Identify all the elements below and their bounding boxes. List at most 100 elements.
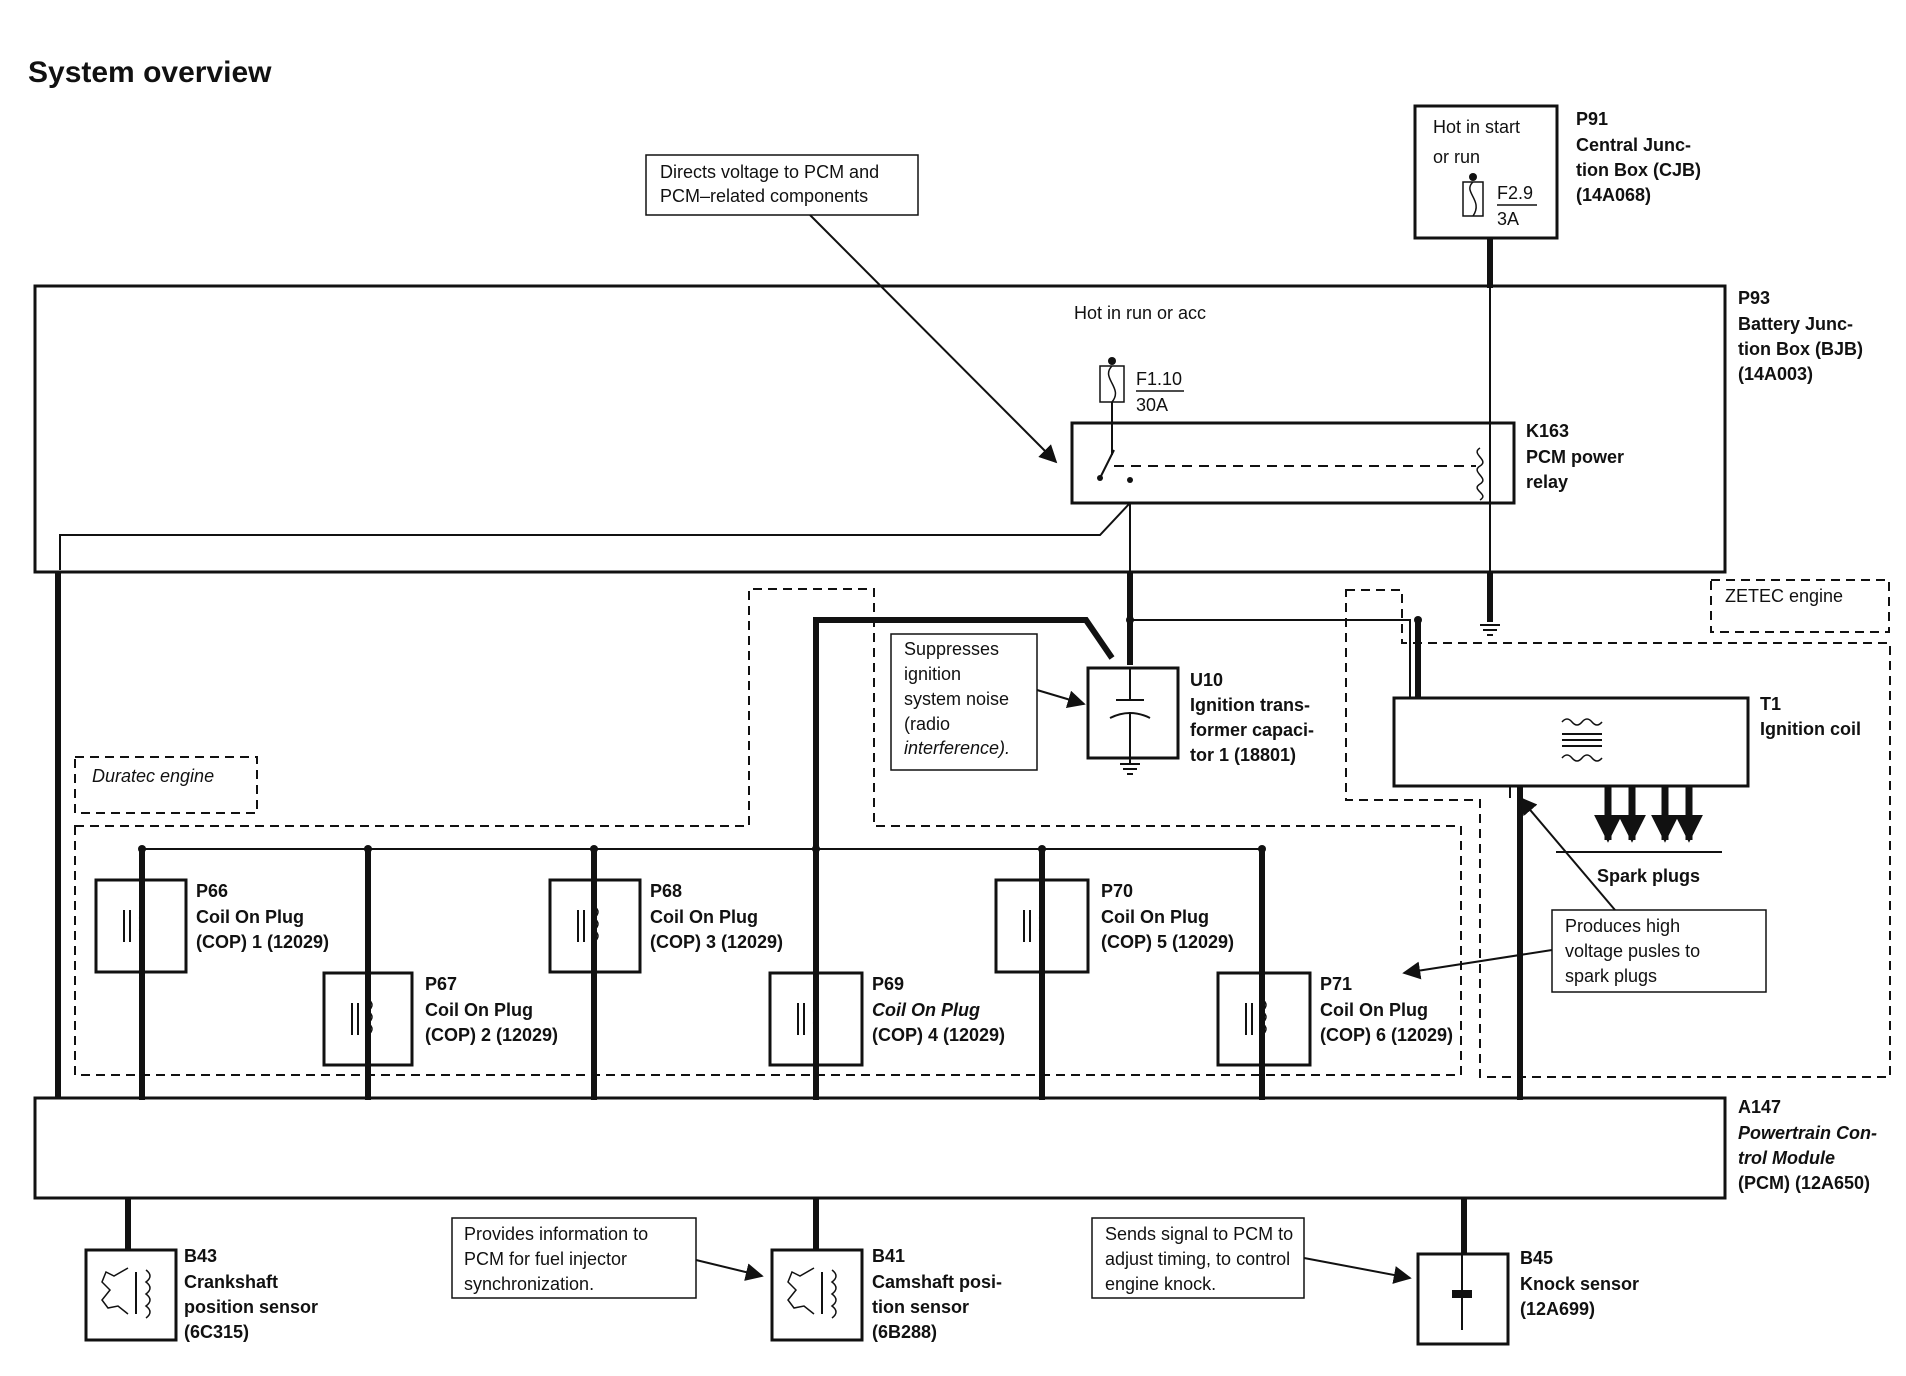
cam-note-line1: Provides information to [464, 1224, 648, 1244]
svg-text:U10: U10 [1190, 670, 1223, 690]
t1-label: T1 Ignition coil [1760, 694, 1861, 739]
coil-feed-wire [1130, 619, 1411, 698]
svg-text:(12A699): (12A699) [1520, 1299, 1595, 1319]
svg-text:tion Box (BJB): tion Box (BJB) [1738, 339, 1863, 359]
coil-on-plug-2 [322, 971, 414, 1067]
relay-note-arrow [809, 214, 1058, 464]
fuse-icon [1462, 173, 1484, 217]
b45-label: B45 Knock sensor (12A699) [1520, 1248, 1639, 1319]
svg-text:Ignition coil: Ignition coil [1760, 719, 1861, 739]
svg-text:K163: K163 [1526, 421, 1569, 441]
svg-text:tor 1 (18801): tor 1 (18801) [1190, 745, 1296, 765]
coil-on-plug-4 [768, 971, 864, 1067]
ground-icon [1480, 624, 1500, 636]
k163-label: K163 PCM power relay [1526, 421, 1624, 492]
svg-text:tion sensor: tion sensor [872, 1297, 969, 1317]
p70-label: P70 Coil On Plug (COP) 5 (12029) [1101, 881, 1234, 952]
sensor-icon [787, 1267, 837, 1319]
cam-note-arrow [695, 1259, 764, 1281]
svg-text:Knock sensor: Knock sensor [1520, 1274, 1639, 1294]
svg-text:Camshaft posi-: Camshaft posi- [872, 1272, 1002, 1292]
fuse-f2-9-id: F2.9 [1497, 183, 1533, 203]
svg-text:(COP) 2 (12029): (COP) 2 (12029) [425, 1025, 558, 1045]
svg-text:B43: B43 [184, 1246, 217, 1266]
svg-text:B41: B41 [872, 1246, 905, 1266]
coil-note-arrow-left [1402, 949, 1553, 980]
coil-icon [351, 998, 373, 1036]
camshaft-position-sensor [770, 1248, 864, 1342]
svg-text:Crankshaft: Crankshaft [184, 1272, 278, 1292]
capacitor-note-box [890, 633, 1038, 771]
svg-text:(6C315): (6C315) [184, 1322, 249, 1342]
coil-icon [1245, 998, 1267, 1036]
coil-on-plug-1 [94, 878, 188, 974]
fuse-icon [1099, 357, 1125, 403]
svg-text:Battery Junc-: Battery Junc- [1738, 314, 1853, 334]
coil-note-line1: Produces high [1565, 916, 1680, 936]
svg-text:Coil On Plug: Coil On Plug [196, 907, 304, 927]
cam-note-line3: synchronization. [464, 1274, 594, 1294]
relay-note-line2: PCM–related components [660, 186, 868, 206]
duratec-engine-zone [74, 588, 1462, 1076]
svg-text:former capaci-: former capaci- [1190, 720, 1314, 740]
ignition-coil [1392, 696, 1750, 788]
svg-text:(14A068): (14A068) [1576, 185, 1651, 205]
capacitor-note-line2: ignition [904, 664, 961, 684]
svg-text:Central Junc-: Central Junc- [1576, 135, 1691, 155]
svg-text:(COP) 6 (12029): (COP) 6 (12029) [1320, 1025, 1453, 1045]
ignition-capacitor [1086, 666, 1180, 760]
cam-note-box [451, 1217, 697, 1299]
capacitor-note-line4: (radio [904, 714, 950, 734]
bjb-supply-text: Hot in run or acc [1074, 303, 1206, 323]
svg-text:A147: A147 [1738, 1097, 1781, 1117]
coil-note-arrow-up [1518, 796, 1616, 911]
svg-text:T1: T1 [1760, 694, 1781, 714]
p67-label: P67 Coil On Plug (COP) 2 (12029) [425, 974, 558, 1045]
cjb-supply-line2: or run [1433, 147, 1480, 167]
capacitor-note-line5: interference). [904, 738, 1010, 758]
svg-text:trol Module: trol Module [1738, 1148, 1835, 1168]
svg-text:P69: P69 [872, 974, 904, 994]
relay-switch-contact [1099, 449, 1115, 479]
svg-text:P66: P66 [196, 881, 228, 901]
a147-label: A147 Powertrain Con- trol Module (PCM) (… [1738, 1097, 1877, 1193]
coil-icon [1023, 905, 1045, 943]
svg-text:(14A003): (14A003) [1738, 364, 1813, 384]
sensor-icon [101, 1267, 151, 1319]
relay-note-box [645, 154, 919, 216]
p71-label: P71 Coil On Plug (COP) 6 (12029) [1320, 974, 1453, 1045]
relay-note-line1: Directs voltage to PCM and [660, 162, 879, 182]
zetec-engine-label-box [1710, 579, 1890, 633]
p69-label: P69 Coil On Plug (COP) 4 (12029) [872, 974, 1005, 1045]
svg-text:P93: P93 [1738, 288, 1770, 308]
svg-text:(COP) 1 (12029): (COP) 1 (12029) [196, 932, 329, 952]
svg-text:Coil On Plug: Coil On Plug [1101, 907, 1209, 927]
svg-text:Ignition trans-: Ignition trans- [1190, 695, 1310, 715]
knock-note-arrow [1303, 1257, 1412, 1284]
svg-text:P70: P70 [1101, 881, 1133, 901]
p68-label: P68 Coil On Plug (COP) 3 (12029) [650, 881, 783, 952]
svg-text:Coil On Plug: Coil On Plug [425, 1000, 533, 1020]
svg-text:Coil On Plug: Coil On Plug [872, 1000, 980, 1020]
capacitor-note-line1: Suppresses [904, 639, 999, 659]
knock-sensor-icon [1452, 1254, 1472, 1330]
page-title: System overview [28, 56, 272, 89]
knock-note-line2: adjust timing, to control [1105, 1249, 1290, 1269]
coil-icon [797, 998, 819, 1036]
zetec-engine-label: ZETEC engine [1725, 586, 1843, 606]
duratec-engine-label-box [74, 756, 258, 814]
svg-text:Coil On Plug: Coil On Plug [1320, 1000, 1428, 1020]
spark-plug-outputs [1556, 786, 1722, 853]
ground-icon [1120, 758, 1140, 775]
coil-on-plug-6 [1216, 971, 1312, 1067]
coil-icon [123, 905, 145, 943]
svg-text:(COP) 4 (12029): (COP) 4 (12029) [872, 1025, 1005, 1045]
cam-note-line2: PCM for fuel injector [464, 1249, 627, 1269]
relay-output-wire [59, 502, 1131, 570]
p93-label: P93 Battery Junc- tion Box (BJB) (14A003… [1738, 288, 1863, 384]
fuse-f1-10-id: F1.10 [1136, 369, 1182, 389]
p91-label: P91 Central Junc- tion Box (CJB) (14A068… [1576, 109, 1701, 205]
svg-text:P71: P71 [1320, 974, 1352, 994]
transformer-icon [1561, 718, 1603, 762]
